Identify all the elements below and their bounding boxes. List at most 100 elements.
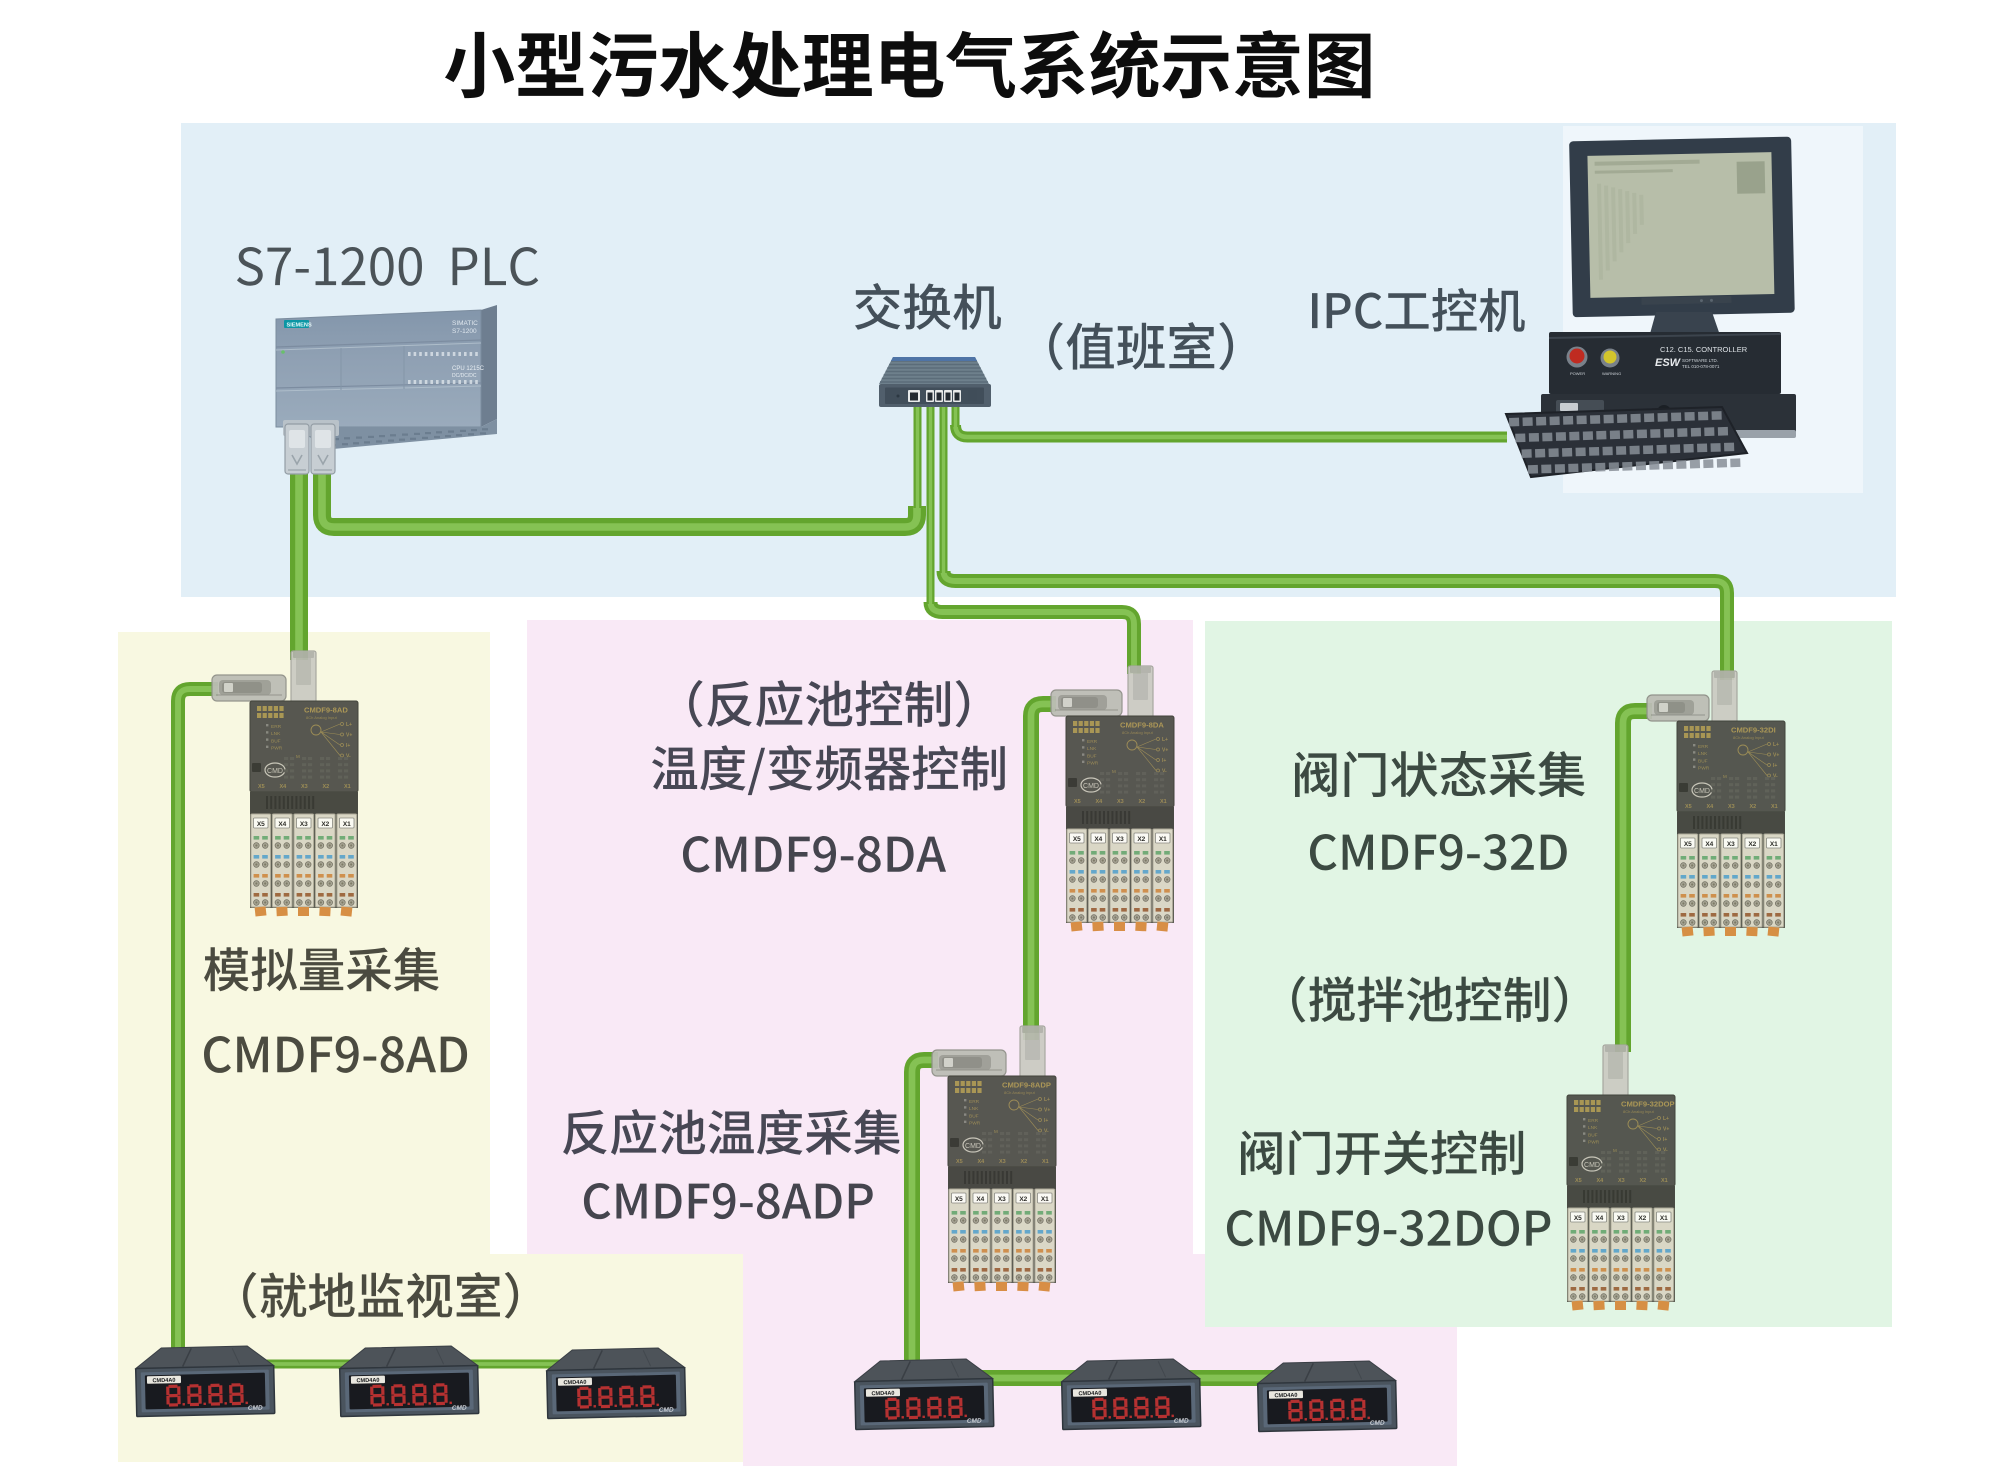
svg-text:PWR: PWR: [969, 1121, 981, 1127]
svg-text:M: M: [1112, 769, 1116, 774]
svg-text:LNK: LNK: [1588, 1125, 1598, 1131]
svg-text:BUF: BUF: [1087, 753, 1097, 759]
svg-text:M: M: [994, 1129, 998, 1134]
svg-text:PWR: PWR: [1588, 1140, 1600, 1146]
svg-text:CMD: CMD: [659, 1407, 674, 1414]
svg-text:X3: X3: [1727, 841, 1735, 848]
svg-text:X3: X3: [998, 1196, 1006, 1203]
svg-text:X3: X3: [1618, 1178, 1625, 1184]
svg-text:S7-1200: S7-1200: [452, 328, 477, 335]
svg-text:POWER: POWER: [1570, 371, 1585, 376]
svg-text:X5: X5: [1684, 841, 1692, 848]
svg-text:CMD4A0: CMD4A0: [871, 1391, 894, 1398]
svg-text:ESW: ESW: [1655, 357, 1682, 369]
svg-text:CMDF9-8AD: CMDF9-8AD: [304, 706, 348, 715]
svg-text:8Ch Analog Input: 8Ch Analog Input: [1733, 735, 1765, 740]
svg-text:CMDF9-8DA: CMDF9-8DA: [1120, 721, 1164, 730]
svg-text:LNK: LNK: [271, 731, 281, 737]
svg-text:CMD4A0: CMD4A0: [1274, 1393, 1297, 1400]
svg-text:V+: V+: [1773, 753, 1779, 759]
svg-text:X5: X5: [1074, 799, 1081, 805]
svg-text:I+: I+: [346, 743, 350, 749]
svg-text:CMD: CMD: [1694, 788, 1710, 795]
svg-text:X4: X4: [1096, 799, 1104, 805]
svg-text:V-: V-: [1663, 1148, 1668, 1154]
svg-text:X5: X5: [955, 1196, 963, 1203]
svg-text:PWR: PWR: [1087, 761, 1099, 767]
svg-text:X2: X2: [1137, 836, 1145, 843]
svg-text:CPU 1215C: CPU 1215C: [452, 366, 485, 372]
svg-text:X4: X4: [1094, 836, 1102, 843]
svg-text:CMD: CMD: [267, 768, 283, 775]
svg-text:V+: V+: [346, 733, 352, 739]
svg-text:BUF: BUF: [271, 738, 281, 744]
svg-text:X5: X5: [1685, 804, 1692, 810]
svg-text:V-: V-: [1773, 774, 1778, 780]
svg-text:I+: I+: [1162, 758, 1166, 764]
svg-text:BUF: BUF: [969, 1113, 979, 1119]
svg-text:V+: V+: [1044, 1108, 1050, 1114]
svg-text:ERR: ERR: [1588, 1118, 1599, 1124]
svg-text:L+: L+: [346, 722, 352, 728]
svg-text:CMD: CMD: [967, 1418, 982, 1425]
svg-text:CMD: CMD: [248, 1405, 263, 1412]
svg-text:V+: V+: [1663, 1127, 1669, 1133]
svg-text:ERR: ERR: [969, 1099, 980, 1105]
svg-text:CMD4A0: CMD4A0: [1078, 1391, 1101, 1398]
svg-text:DC/DC/DC: DC/DC/DC: [452, 373, 477, 379]
svg-text:SOFTWARE LTD.: SOFTWARE LTD.: [1682, 358, 1718, 363]
svg-text:X2: X2: [323, 784, 330, 790]
svg-text:SIMATIC: SIMATIC: [452, 320, 478, 327]
svg-text:X1: X1: [1159, 836, 1167, 843]
svg-text:L+: L+: [1044, 1097, 1050, 1103]
svg-text:M: M: [1613, 1148, 1617, 1153]
svg-text:LNK: LNK: [1087, 746, 1097, 752]
svg-text:I+: I+: [1773, 763, 1777, 769]
svg-text:X3: X3: [1116, 836, 1124, 843]
svg-text:CMD: CMD: [1083, 783, 1099, 790]
svg-text:V-: V-: [1162, 769, 1167, 775]
svg-text:X2: X2: [1748, 841, 1756, 848]
svg-text:X4: X4: [1595, 1215, 1603, 1222]
svg-text:TEL 010-078-0071: TEL 010-078-0071: [1682, 364, 1720, 369]
svg-text:X3: X3: [999, 1159, 1006, 1165]
svg-text:CMDF9-32DI: CMDF9-32DI: [1731, 726, 1776, 735]
svg-text:CMD4A0: CMD4A0: [563, 1380, 586, 1387]
svg-text:X1: X1: [1770, 841, 1778, 848]
svg-text:X5: X5: [257, 821, 265, 828]
svg-text:L+: L+: [1773, 742, 1779, 748]
svg-text:M: M: [1723, 774, 1727, 779]
svg-text:V-: V-: [1044, 1129, 1049, 1135]
svg-text:ERR: ERR: [271, 724, 282, 730]
svg-text:X1: X1: [1661, 1178, 1668, 1184]
svg-text:X5: X5: [1073, 836, 1081, 843]
svg-text:X1: X1: [1042, 1159, 1049, 1165]
svg-text:SIEMENS: SIEMENS: [287, 323, 312, 329]
svg-text:X4: X4: [978, 1159, 986, 1165]
svg-text:LNK: LNK: [969, 1106, 979, 1112]
svg-text:X3: X3: [300, 821, 308, 828]
svg-text:X2: X2: [1139, 799, 1146, 805]
svg-text:X4: X4: [976, 1196, 984, 1203]
svg-text:BUF: BUF: [1588, 1132, 1598, 1138]
svg-text:ERR: ERR: [1698, 744, 1709, 750]
svg-text:X5: X5: [1574, 1215, 1582, 1222]
svg-text:PWR: PWR: [1698, 766, 1710, 772]
svg-text:8Ch Analog Input: 8Ch Analog Input: [1122, 730, 1154, 735]
svg-text:8Ch Analog Input: 8Ch Analog Input: [1623, 1109, 1655, 1114]
svg-text:X5: X5: [1575, 1178, 1582, 1184]
svg-text:CMD4A0: CMD4A0: [356, 1378, 379, 1385]
svg-text:X2: X2: [1021, 1159, 1028, 1165]
svg-text:V+: V+: [1162, 748, 1168, 754]
svg-text:X1: X1: [1771, 804, 1778, 810]
svg-text:X4: X4: [1597, 1178, 1605, 1184]
svg-text:L+: L+: [1162, 737, 1168, 743]
svg-text:X3: X3: [1617, 1215, 1625, 1222]
svg-text:I+: I+: [1663, 1137, 1667, 1143]
svg-text:V-: V-: [346, 754, 351, 760]
svg-text:X1: X1: [1660, 1215, 1668, 1222]
svg-text:C12. C15. CONTROLLER: C12. C15. CONTROLLER: [1660, 345, 1748, 354]
svg-text:X1: X1: [1041, 1196, 1049, 1203]
svg-text:X4: X4: [280, 784, 288, 790]
svg-text:M: M: [296, 754, 300, 759]
